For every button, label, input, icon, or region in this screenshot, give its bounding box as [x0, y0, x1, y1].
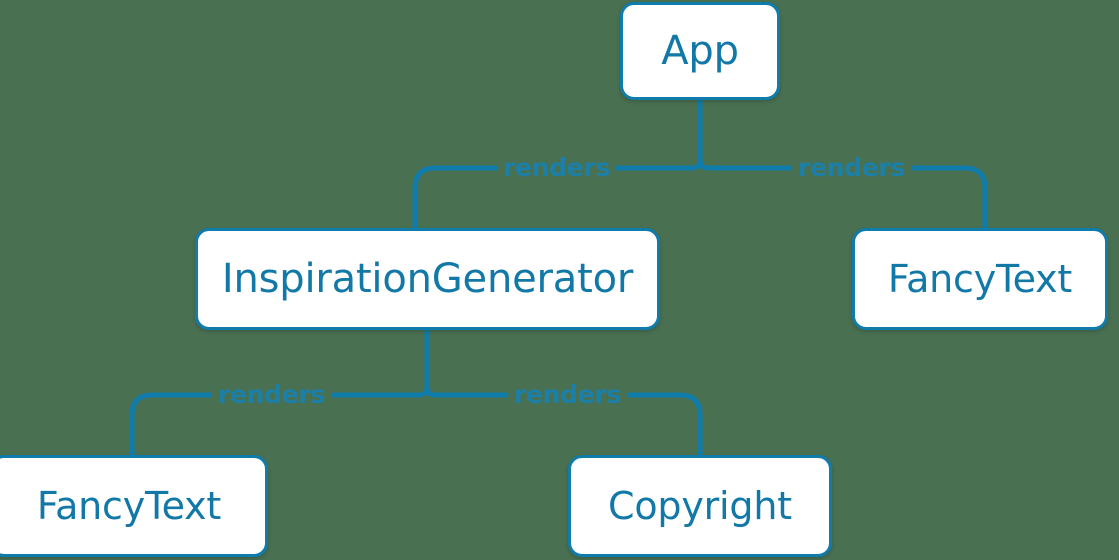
edge-inspiration-to-fancytext: [129, 384, 430, 458]
edge-label-inspiration-to-copyright: renders: [508, 382, 628, 407]
node-copyright-label: Copyright: [608, 484, 792, 528]
node-fancytext-bottom-label: FancyText: [36, 484, 222, 528]
node-fancytext-right-label: FancyText: [887, 257, 1073, 301]
edge-app-to-inspiration: [412, 157, 703, 231]
node-fancytext-bottom[interactable]: FancyText: [0, 455, 268, 557]
edge-label-inspiration-to-fancytext: renders: [212, 382, 332, 407]
node-fancytext-right[interactable]: FancyText: [852, 228, 1108, 330]
node-app-label: App: [661, 28, 739, 74]
node-inspiration-generator-label: InspirationGenerator: [221, 256, 634, 302]
node-app[interactable]: App: [620, 2, 780, 100]
node-inspiration-generator[interactable]: InspirationGenerator: [195, 228, 660, 330]
edge-label-app-to-inspiration: renders: [497, 155, 617, 180]
node-copyright[interactable]: Copyright: [568, 455, 832, 557]
edge-label-app-to-fancytext: renders: [792, 155, 912, 180]
